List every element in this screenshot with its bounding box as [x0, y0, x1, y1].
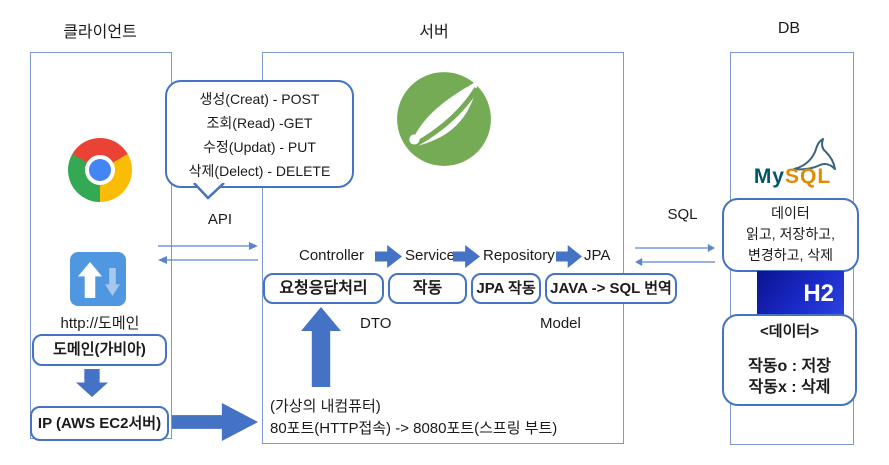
mysql-logo-sql: SQL: [785, 165, 832, 188]
mysql-logo-my: My: [753, 165, 785, 188]
dto-label: DTO: [360, 315, 392, 332]
operation-box: 작동: [388, 273, 467, 304]
jpa-label: JPA: [584, 247, 611, 264]
upload-download-icon: [70, 252, 126, 306]
bubble-tail: [193, 183, 225, 200]
service-label: Service: [405, 247, 456, 264]
db-data-result-box: <데이터> 작동o : 저장 작동x : 삭제: [722, 314, 857, 406]
api-exchange-arrows: [158, 242, 258, 264]
data-box-spacer: [724, 342, 855, 356]
db-bubble-line-1: 데이터: [771, 205, 810, 221]
server-section-title: 서버: [419, 24, 449, 41]
crud-line-create: 생성(Creat) - POST: [199, 91, 320, 107]
mysql-dolphin-icon: [793, 138, 836, 171]
chrome-browser-icon: [68, 138, 132, 202]
sql-exchange-arrows: [635, 244, 715, 266]
client-box: [30, 52, 172, 439]
jpa-operation-box: JPA 작동: [471, 273, 541, 304]
db-bubble-line-2: 읽고, 저장하고,: [746, 226, 835, 242]
crud-line-read: 조회(Read) -GET: [206, 115, 313, 131]
virtual-computer-note: (가상의 내컴퓨터): [270, 398, 381, 415]
request-response-box: 요청응답처리: [263, 273, 384, 304]
down-arrow-icon: [105, 268, 120, 296]
chrome-icon-core: [89, 159, 111, 181]
domain-gabia-box: 도메인(가비아): [32, 334, 167, 366]
spring-logo-icon: [397, 72, 491, 166]
java-to-sql-box: JAVA -> SQL 번역: [545, 273, 677, 304]
controller-label: Controller: [299, 247, 365, 264]
crud-line-delete: 삭제(Delect) - DELETE: [188, 163, 331, 179]
mysql-logo-text: MySQL: [740, 165, 845, 189]
repository-label: Repository: [483, 247, 555, 264]
data-box-line-save: 작동o : 저장: [748, 358, 831, 375]
client-to-server-arrow: [172, 403, 258, 441]
port-forwarding-note: 80포트(HTTP접속) -> 8080포트(스프링 부트): [270, 420, 558, 437]
db-data-bubble: 데이터 읽고, 저장하고, 변경하고, 삭제: [722, 198, 859, 272]
http-domain-label: http://도메인: [60, 315, 140, 332]
h2-database-logo: H2: [757, 271, 844, 317]
up-arrow-icon: [78, 262, 102, 298]
chrome-icon-ring: [85, 155, 115, 185]
db-bubble-line-3: 변경하고, 삭제: [747, 247, 834, 263]
api-label: API: [207, 211, 233, 228]
ip-aws-ec2-box: IP (AWS EC2서버): [30, 406, 169, 441]
client-section-title: 클라이언트: [63, 24, 137, 41]
sql-label: SQL: [667, 206, 698, 223]
crud-api-bubble: 생성(Creat) - POST 조회(Read) -GET 수정(Updat)…: [165, 80, 354, 188]
model-label: Model: [540, 315, 581, 332]
data-box-title: <데이터>: [760, 323, 819, 340]
crud-line-update: 수정(Updat) - PUT: [203, 139, 316, 155]
db-section-title: DB: [777, 20, 801, 37]
data-box-line-delete: 작동x : 삭제: [748, 379, 831, 396]
